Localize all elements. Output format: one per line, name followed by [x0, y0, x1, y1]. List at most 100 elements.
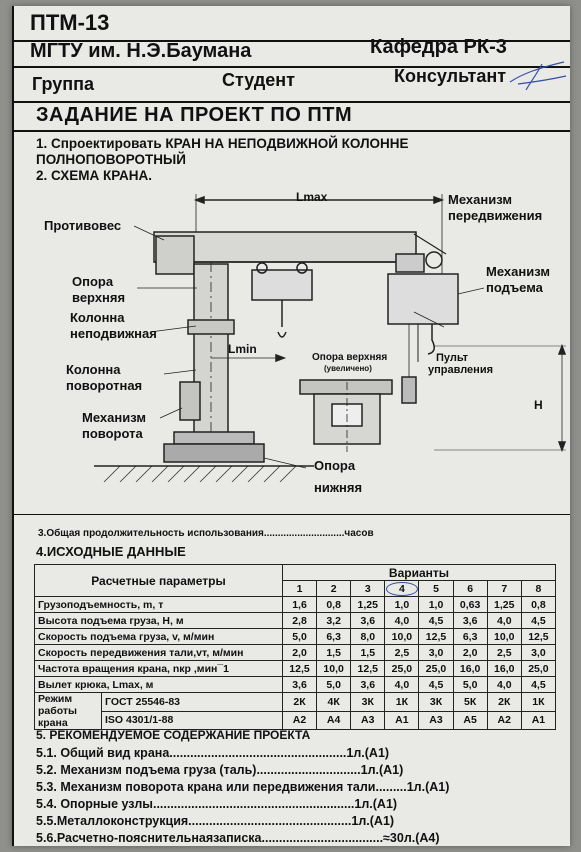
table-cell: 3,6: [281, 676, 318, 693]
label-fixed-column-2: неподвижная: [70, 326, 157, 341]
mode-label-line-1: Режим работы: [38, 693, 78, 717]
table-cell: 0,8: [520, 596, 557, 613]
label-upper-support-detail-2: (увеличено): [324, 364, 372, 373]
variant-number: 3: [350, 580, 386, 597]
header-department: Кафедра РК-3: [370, 36, 507, 58]
table-cell: 4,0: [384, 676, 420, 693]
label-pendant-2: управления: [428, 364, 494, 376]
gost-label: ГОСТ 25546-83: [101, 692, 283, 712]
label-pendant-1: Пульт: [436, 352, 469, 364]
divider: [14, 130, 570, 132]
label-slew-mechanism-1: Механизм: [82, 410, 146, 425]
table-cell: 2,5: [486, 644, 522, 661]
header-consultant: Консультант: [394, 66, 507, 86]
table-cell: 3,6: [452, 612, 488, 629]
label-upper-support-detail-1: Опора верхняя: [312, 352, 388, 363]
table-cell: 25,0: [418, 660, 454, 677]
table-cell: 0,8: [316, 596, 352, 613]
crane-diagram: [94, 194, 567, 483]
table-cell: 1К: [384, 692, 420, 712]
table-cell: 1,6: [281, 596, 318, 613]
table-cell: 12,5: [520, 628, 557, 645]
source-data-title: 4.ИСХОДНЫЕ ДАННЫЕ: [36, 544, 186, 559]
variants-header: Варианты: [281, 564, 557, 581]
label-slew-mechanism-2: поворота: [82, 426, 143, 441]
variant-number: 7: [486, 580, 522, 597]
table-cell: 4,0: [384, 612, 420, 629]
table-cell: 12,5: [418, 628, 454, 645]
table-cell: 0,63: [452, 596, 488, 613]
table-cell: 10,0: [486, 628, 522, 645]
label-rotating-column-1: Колонна: [66, 362, 121, 377]
section5-title: 5. РЕКОМЕНДУЕМОЕ СОДЕРЖАНИЕ ПРОЕКТА: [36, 728, 311, 742]
variant-number: 5: [418, 580, 454, 597]
task-item-2: 2. СХЕМА КРАНА.: [36, 168, 153, 183]
table-cell: А3: [418, 710, 454, 730]
table-cell: 16,0: [486, 660, 522, 677]
task-item-1-line-1: 1. Спроектировать КРАН НА НЕПОДВИЖНОЙ КО…: [36, 136, 409, 151]
label-lower-support-1: Опора: [314, 458, 356, 473]
assignment-sheet: ПТМ-13 МГТУ им. Н.Э.Баумана Кафедра РК-3…: [12, 6, 570, 846]
table-cell: 3,2: [316, 612, 352, 629]
label-hoist-mechanism-2: подъема: [486, 280, 543, 295]
table-cell: 2,8: [281, 612, 318, 629]
table-cell: 4К: [316, 692, 352, 712]
variant-number: 1: [281, 580, 318, 597]
iso-label: ISO 4301/1-88: [101, 710, 283, 730]
table-cell: 4,5: [520, 612, 557, 629]
table-cell: 2,0: [281, 644, 318, 661]
label-counterweight: Противовес: [44, 218, 122, 233]
table-cell: 25,0: [520, 660, 557, 677]
productivity-line: 3.Общая продолжительность использования.…: [38, 528, 374, 539]
variant-numbers-row: 1 2 3 4 5 6 7 8: [35, 580, 557, 597]
label-hoist-mechanism-1: Механизм: [486, 264, 550, 279]
table-cell: 1,0: [384, 596, 420, 613]
table-cell: 8,0: [350, 628, 386, 645]
table-cell: 4,5: [520, 676, 557, 693]
label-lmin: Lmin: [228, 342, 257, 356]
label-height: H: [534, 398, 543, 412]
section5-item-5: 5.5.Металлоконструкция..................…: [36, 814, 395, 828]
parameter-name: Скорость подъема груза, v, м/мин: [34, 628, 283, 645]
divider: [14, 66, 570, 68]
table-cell: А2: [486, 710, 522, 730]
table-cell: 25,0: [384, 660, 420, 677]
table-cell: 2,5: [384, 644, 420, 661]
table-cell: 4,0: [486, 676, 522, 693]
table-cell: 12,5: [350, 660, 386, 677]
section5-item-4: 5.4. Опорные узлы.......................…: [36, 797, 398, 811]
variant-number: 2: [316, 580, 352, 597]
divider: [14, 101, 570, 103]
label-upper-support-1: Опора: [72, 274, 114, 289]
parameters-header: Расчетные параметры: [34, 564, 283, 597]
table-cell: А1: [384, 710, 420, 730]
signature-scribble: [509, 61, 567, 91]
parameter-name: Вылет крюка, Lmax, м: [34, 676, 283, 693]
section5-item-3: 5.3. Механизм поворота крана или передви…: [36, 780, 450, 794]
table-cell: 3,0: [520, 644, 557, 661]
table-cell: 1К: [520, 692, 557, 712]
table-cell: 2,0: [452, 644, 488, 661]
parameters-table: Расчетные параметры Варианты 1 2 3 4 5 6…: [34, 564, 557, 730]
header-code: ПТМ-13: [30, 10, 110, 35]
section5-item-2: 5.2. Механизм подъема груза (таль)......…: [36, 763, 404, 777]
section5-item-6: 5.6.Расчетно-пояснительнаязаписка.......…: [36, 831, 440, 845]
label-lmax: Lmax: [296, 190, 328, 204]
table-cell: 10,0: [384, 628, 420, 645]
label-upper-support-2: верхняя: [72, 290, 126, 305]
header-student: Студент: [222, 70, 295, 90]
section5-item-1: 5.1. Общий вид крана....................…: [36, 746, 390, 760]
table-cell: 1,5: [316, 644, 352, 661]
table-cell: 3,6: [350, 612, 386, 629]
variant-number: 6: [452, 580, 488, 597]
table-cell: А2: [281, 710, 318, 730]
table-cell: 5,0: [452, 676, 488, 693]
label-rotating-column-2: поворотная: [66, 378, 143, 393]
parameter-name: Грузоподъемность, m, т: [34, 596, 283, 613]
table-cell: 4,0: [486, 612, 522, 629]
table-cell: 2К: [486, 692, 522, 712]
